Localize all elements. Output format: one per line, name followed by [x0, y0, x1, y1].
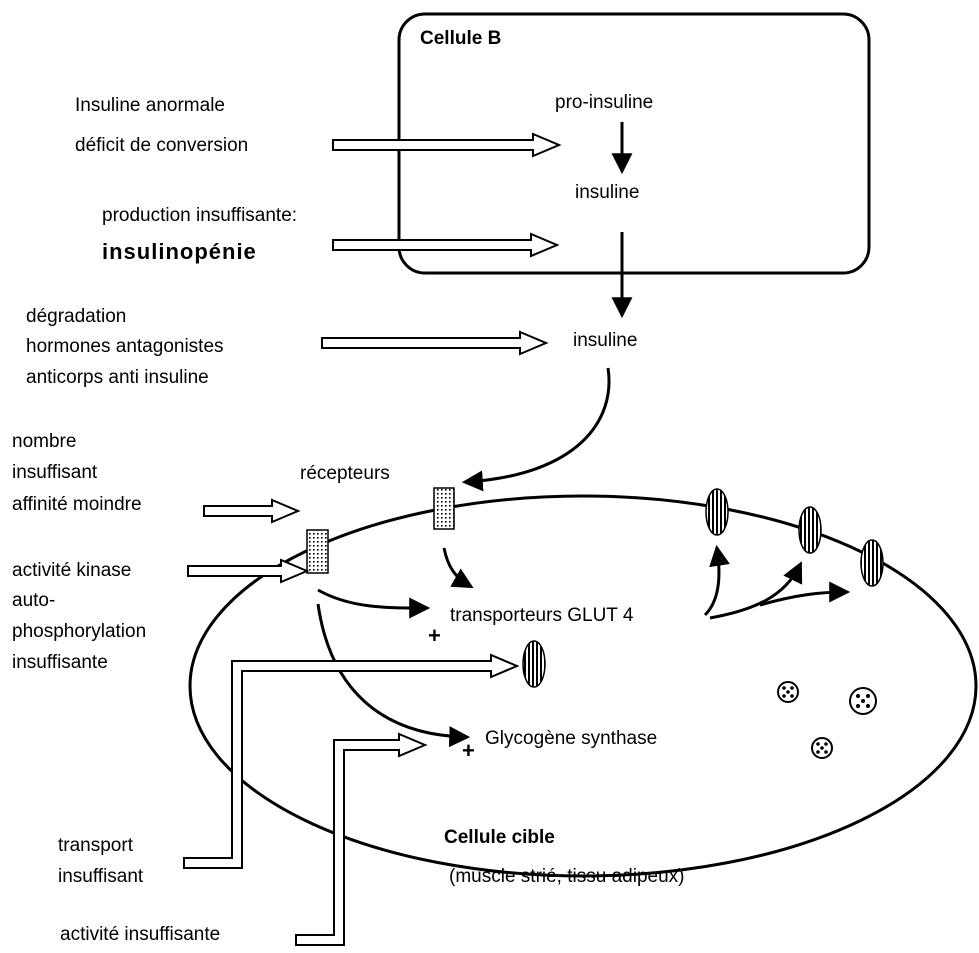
target-cell-subtitle: (muscle strié, tissu adipeux)	[449, 866, 684, 887]
target-cell-title: Cellule cible	[444, 827, 555, 848]
defect-receptor-line2: insuffisant	[12, 462, 98, 483]
glut4-membrane-1	[705, 488, 729, 536]
defect-transport-line2: insuffisant	[58, 866, 144, 887]
defect-degradation-line3: anticorps anti insuline	[26, 367, 209, 388]
defect-activity-label: activité insuffisante	[60, 924, 220, 945]
glycogen-granule	[849, 687, 877, 715]
pro-insulin-label: pro-insuline	[555, 92, 653, 113]
hollow-arrow-production	[332, 232, 560, 258]
defect-conversion-line2: déficit de conversion	[75, 135, 248, 156]
glycogen-synthase-label: Glycogène synthase	[485, 728, 657, 749]
defect-kinase-line2: auto-	[12, 590, 55, 611]
hollow-arrow-receptor	[203, 498, 301, 524]
defect-receptor-line3: affinité moindre	[12, 494, 142, 515]
hollow-arrow-conversion	[332, 132, 562, 158]
defect-production-term: insulinopénie	[102, 239, 257, 264]
signal-arrow-glut4	[317, 588, 431, 619]
hollow-arrow-transport	[183, 653, 520, 869]
hollow-arrow-kinase	[187, 558, 310, 584]
signal-arrow-glycogen	[316, 603, 471, 748]
glut4-membrane-3	[860, 539, 884, 587]
hollow-arrow-degradation	[321, 330, 549, 356]
secreted-insulin-label: insuline	[573, 330, 637, 351]
target-cell-membrane	[188, 494, 978, 878]
binding-arrow	[461, 367, 611, 492]
signal-arrow-receptor1	[442, 547, 474, 589]
translocation-arrow-3	[759, 581, 851, 607]
receptor-1	[433, 487, 455, 530]
plus-glycogen: +	[462, 738, 476, 763]
defect-degradation-line2: hormones antagonistes	[26, 336, 224, 357]
glycogen-granule	[777, 681, 799, 703]
hollow-arrow-activity	[295, 732, 428, 946]
glut4-label: transporteurs GLUT 4	[450, 605, 634, 626]
defect-kinase-line4: insuffisante	[12, 652, 108, 673]
glycogen-granule	[811, 737, 833, 759]
defect-degradation-line1: dégradation	[26, 306, 126, 327]
defect-transport-line1: transport	[58, 835, 134, 856]
translocation-arrow-2	[709, 561, 803, 620]
plus-glut4: +	[428, 623, 442, 648]
glut4-membrane-2	[798, 506, 822, 554]
defect-kinase-line3: phosphorylation	[12, 621, 146, 642]
defect-kinase-line1: activité kinase	[12, 560, 131, 581]
insulin-in-cell-label: insuline	[575, 182, 639, 203]
receptor-2	[306, 529, 329, 574]
receptors-label: récepteurs	[300, 463, 390, 484]
glut4-cytoplasm	[522, 640, 546, 688]
defect-receptor-line1: nombre	[12, 431, 76, 452]
beta-cell-title: Cellule B	[420, 28, 501, 49]
translocation-arrow-1	[703, 544, 730, 617]
defect-conversion-line1: Insuline anormale	[75, 95, 225, 116]
defect-production-label: production insuffisante:	[102, 205, 297, 226]
